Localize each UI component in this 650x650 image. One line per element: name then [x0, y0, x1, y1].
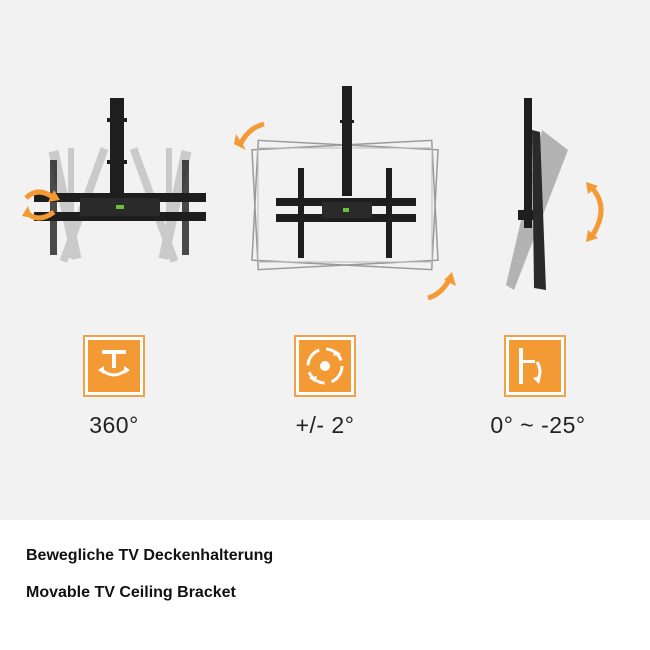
german-caption: Bewegliche TV Deckenhalterung [26, 547, 274, 564]
tilt-mount-illustration [506, 98, 604, 290]
level-adjust-icon [306, 347, 344, 385]
swivel-feature-icon [83, 335, 145, 397]
swivel-icon [98, 350, 130, 377]
english-caption: Movable TV Ceiling Bracket [26, 584, 236, 601]
tilt-feature-icon [504, 335, 566, 397]
tilt-icon [519, 348, 542, 384]
level-adjust-feature-icon [294, 335, 356, 397]
swivel-angle-label: 360° [89, 412, 139, 438]
level-adjust-angle-label: +/- 2° [295, 412, 355, 438]
tilt-angle-label: 0° ~ -25° [490, 412, 586, 438]
swivel-mount-illustration [22, 98, 206, 263]
level-adjust-illustration [234, 86, 456, 300]
